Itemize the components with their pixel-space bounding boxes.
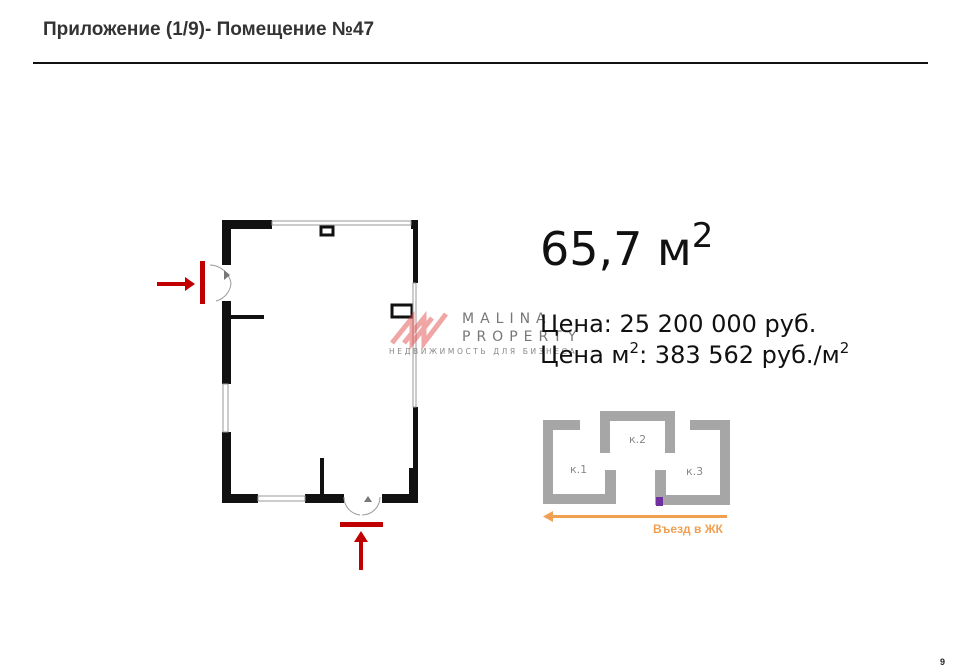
price-total: Цена: 25 200 000 руб. [540,310,817,338]
unit-location-marker [656,497,663,506]
site-plan [543,411,730,505]
price-per-m2: Цена м2: 383 562 руб./м2 [540,339,850,369]
building-k1 [543,420,616,504]
entry-arrow-line [550,515,727,518]
building-k2 [600,411,675,453]
page-title: Приложение (1/9)- Помещение №47 [43,19,375,40]
entrance-arrows [157,261,383,570]
door-direction-icon [364,496,372,502]
title-divider [33,62,928,64]
doors [209,264,381,516]
logo-text-malina: MALINA [462,311,552,327]
area-heading: 65,7 м2 [540,216,713,276]
entrance-marker-bottom [340,522,383,527]
column-notch-top [319,225,335,237]
building-k3 [655,420,730,505]
malina-logo [390,310,448,351]
windows [222,220,417,502]
page-number: 9 [940,657,946,667]
logo-tagline: НЕДВИЖИМОСТЬ ДЛЯ БИЗНЕСА [389,347,578,356]
area-unit-sup: 2 [691,216,714,256]
walls [222,220,418,503]
building-label-k3: к.3 [686,465,704,478]
arrow-left-icon [543,511,553,522]
entrance-marker-left [200,261,205,304]
sup: 2 [839,339,850,357]
arrow-right-icon [157,282,187,286]
price-per-m2-label: Цена м [540,341,630,369]
area-value: 65,7 м [540,222,692,276]
price-per-m2-value: : 383 562 руб./м [639,341,840,369]
building-label-k1: к.1 [570,463,588,476]
building-label-k2: к.2 [629,433,647,446]
sup: 2 [629,339,640,357]
entry-label: Въезд в ЖК [653,522,723,536]
arrow-up-icon [359,540,363,570]
logo-text-property: PROPERTY [462,329,583,345]
column-notch-right [390,303,414,319]
door-direction-icon [224,270,230,280]
